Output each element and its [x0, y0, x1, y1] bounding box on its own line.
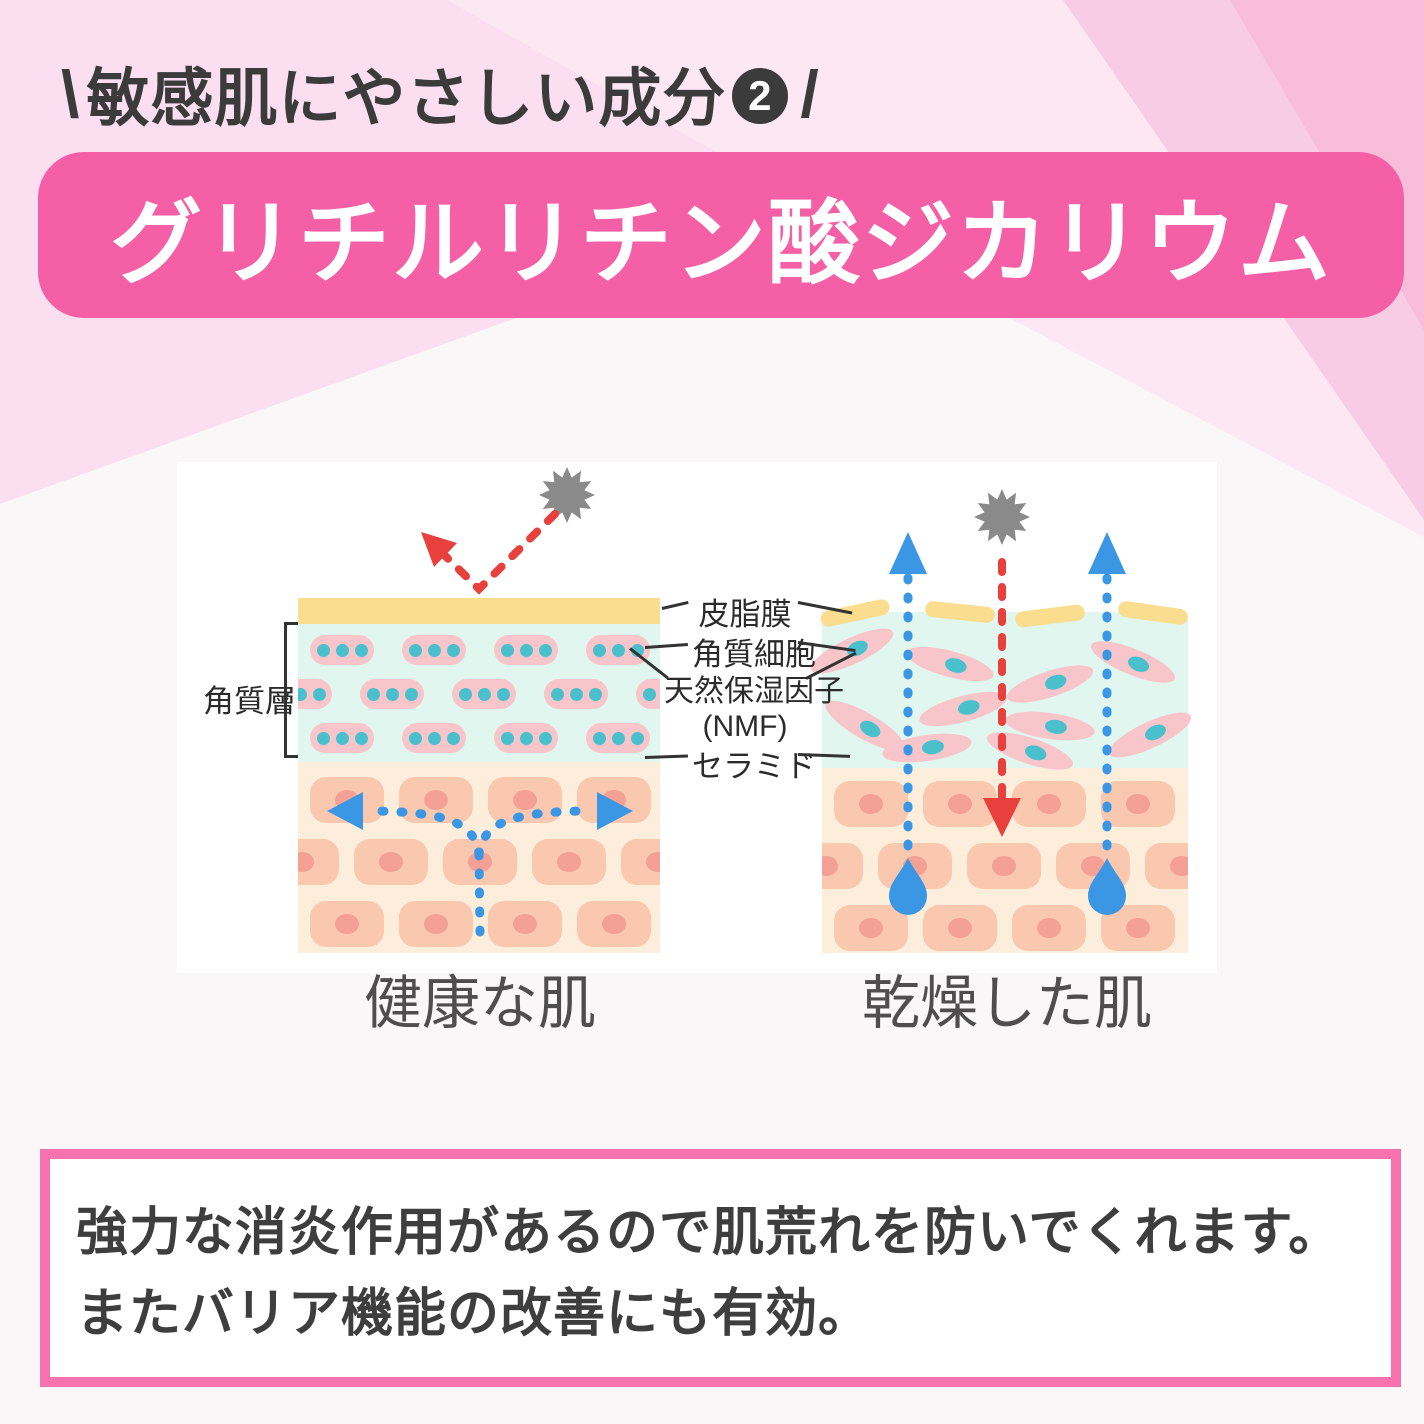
uv-sun-icon: [974, 489, 1030, 545]
circled-number-2-icon: 2: [732, 67, 789, 124]
healthy-stratum-corneum-layer: [298, 624, 660, 762]
dermis-cell: [1101, 781, 1175, 827]
corneocyte-cell: [636, 679, 660, 709]
uv-down-arrowhead-icon: [983, 798, 1021, 837]
moisture-stem-arrow: [474, 849, 485, 937]
label-nmf-line2: (NMF): [702, 710, 788, 743]
label-nmf: 天然保湿因子 (NMF): [664, 666, 844, 744]
moisture-right-arrowhead-icon: [597, 792, 633, 830]
dermis-cell: [967, 843, 1041, 889]
ingredient-banner-text: グリチルリチン酸ジカリウム: [109, 192, 1332, 295]
dermis-cell: [399, 901, 473, 947]
uv-reflect-arrowhead-icon: [421, 532, 457, 567]
corneocyte-cell: [586, 635, 650, 665]
dermis-cell: [488, 777, 562, 823]
moisture-left-branch: [368, 806, 484, 859]
description-line1: 強力な消炎作用があるので肌荒れを防いでくれます。: [76, 1204, 1342, 1262]
corneocyte-cell: [310, 723, 374, 753]
dermis-cell: [1012, 781, 1086, 827]
dermis-cell: [621, 839, 660, 885]
bracket-line: [284, 622, 287, 758]
dry-corneocyte-cells: [810, 628, 1192, 770]
corneocyte-cell: [310, 635, 374, 665]
dermis-cell: [923, 781, 997, 827]
label-stratum-corneum: 角質層: [203, 684, 296, 719]
label-ceramide: セラミド: [692, 749, 816, 784]
healthy-sebum-film-layer: [298, 598, 660, 624]
title-close-slash: /: [800, 56, 820, 131]
corneocyte-cell: [544, 679, 608, 709]
corneocyte-cell: [402, 723, 466, 753]
corneocyte-cell: [360, 679, 424, 709]
dermis-cell: [923, 905, 997, 951]
dermis-cell: [1012, 905, 1086, 951]
description-box: 強力な消炎作用があるので肌荒れを防いでくれます。 またバリア機能の改善にも有効。: [40, 1149, 1401, 1387]
caption-healthy-skin: 健康な肌: [363, 971, 596, 1036]
dermis-cell: [834, 781, 908, 827]
healthy-dermis-layer: [298, 762, 660, 953]
dermis-cell: [532, 839, 606, 885]
moisture-up-arrowhead-icon: [889, 532, 927, 574]
corneocyte-cell: [494, 635, 558, 665]
page-title-text: 敏感肌にやさしい成分: [86, 64, 727, 134]
corneocyte-cell: [452, 679, 516, 709]
uv-sun-icon: [539, 467, 595, 523]
dermis-cell: [1145, 843, 1188, 889]
corneocyte-cell: [494, 723, 558, 753]
moisture-right-branch: [474, 806, 590, 859]
dermis-cell: [488, 901, 562, 947]
label-corneocyte: 角質細胞: [692, 637, 816, 672]
moisture-left-arrowhead-icon: [327, 792, 363, 830]
corneocyte-cell: [586, 723, 650, 753]
corneocyte-cell: [402, 635, 466, 665]
corneocyte-cell: [298, 679, 332, 709]
water-droplet-icon: [889, 858, 927, 915]
bracket-line: [284, 622, 298, 625]
dermis-cell: [577, 901, 651, 947]
diagram-decorations: [327, 467, 1192, 937]
page-title: \ 敏感肌にやさしい成分 2 /: [55, 48, 826, 139]
broken-sebum-dashes: [820, 599, 1188, 628]
dermis-cell: [298, 839, 339, 885]
dermis-cell: [354, 839, 428, 885]
uv-reflect-ray: [427, 510, 559, 595]
bracket-line: [284, 755, 298, 758]
dermis-cell: [834, 905, 908, 951]
water-droplet-icon: [1088, 858, 1126, 915]
ingredient-banner: グリチルリチン酸ジカリウム: [38, 152, 1404, 318]
dermis-cell: [310, 901, 384, 947]
caption-dry-skin: 乾燥した肌: [861, 971, 1152, 1036]
dermis-cell: [822, 843, 863, 889]
label-nmf-line1: 天然保湿因子: [664, 675, 844, 708]
label-sebum-film: 皮脂膜: [698, 597, 792, 632]
moisture-up-arrowhead-icon: [1088, 532, 1126, 574]
description-line2: またバリア機能の改善にも有効。: [76, 1284, 872, 1343]
title-open-slash: \: [61, 56, 81, 131]
